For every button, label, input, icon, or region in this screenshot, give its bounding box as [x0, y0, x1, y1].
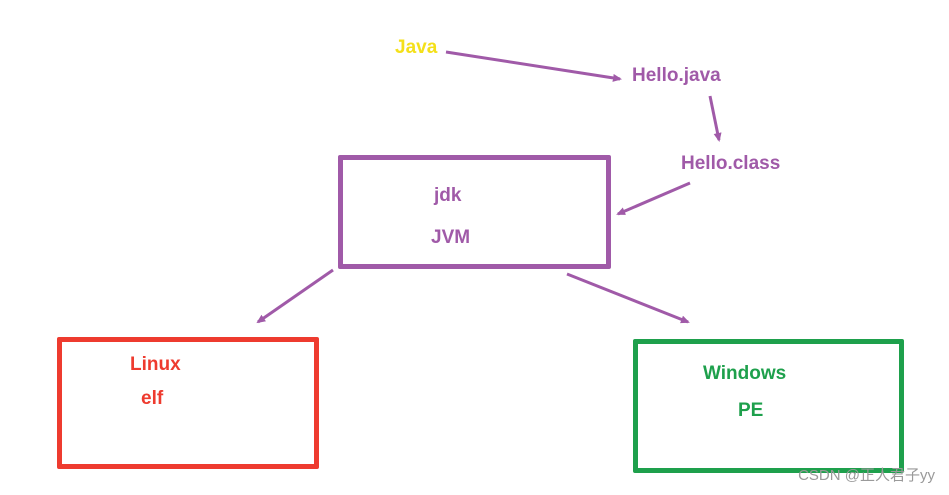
elf-label: elf	[141, 388, 164, 409]
arrow-hello-java-to-hello-class	[708, 95, 722, 142]
arrow-jvm-to-windows	[566, 272, 690, 324]
arrow-jvm-to-linux	[256, 268, 334, 324]
linux-box	[57, 337, 319, 469]
linux-label: Linux	[130, 354, 181, 375]
jvm-label: JVM	[431, 227, 471, 248]
csdn-watermark: CSDN @正人君子yy	[798, 467, 935, 484]
pe-label: PE	[738, 400, 764, 421]
arrow-java-to-hello-java	[445, 50, 622, 82]
java-label: Java	[395, 37, 438, 58]
windows-label: Windows	[703, 363, 787, 384]
hello-class-label: Hello.class	[681, 153, 781, 174]
hello-java-label: Hello.java	[632, 65, 721, 86]
arrow-hello-class-to-jvm	[616, 181, 691, 216]
windows-box	[633, 339, 904, 473]
jvm-box	[338, 155, 611, 269]
jdk-label: jdk	[434, 185, 462, 206]
